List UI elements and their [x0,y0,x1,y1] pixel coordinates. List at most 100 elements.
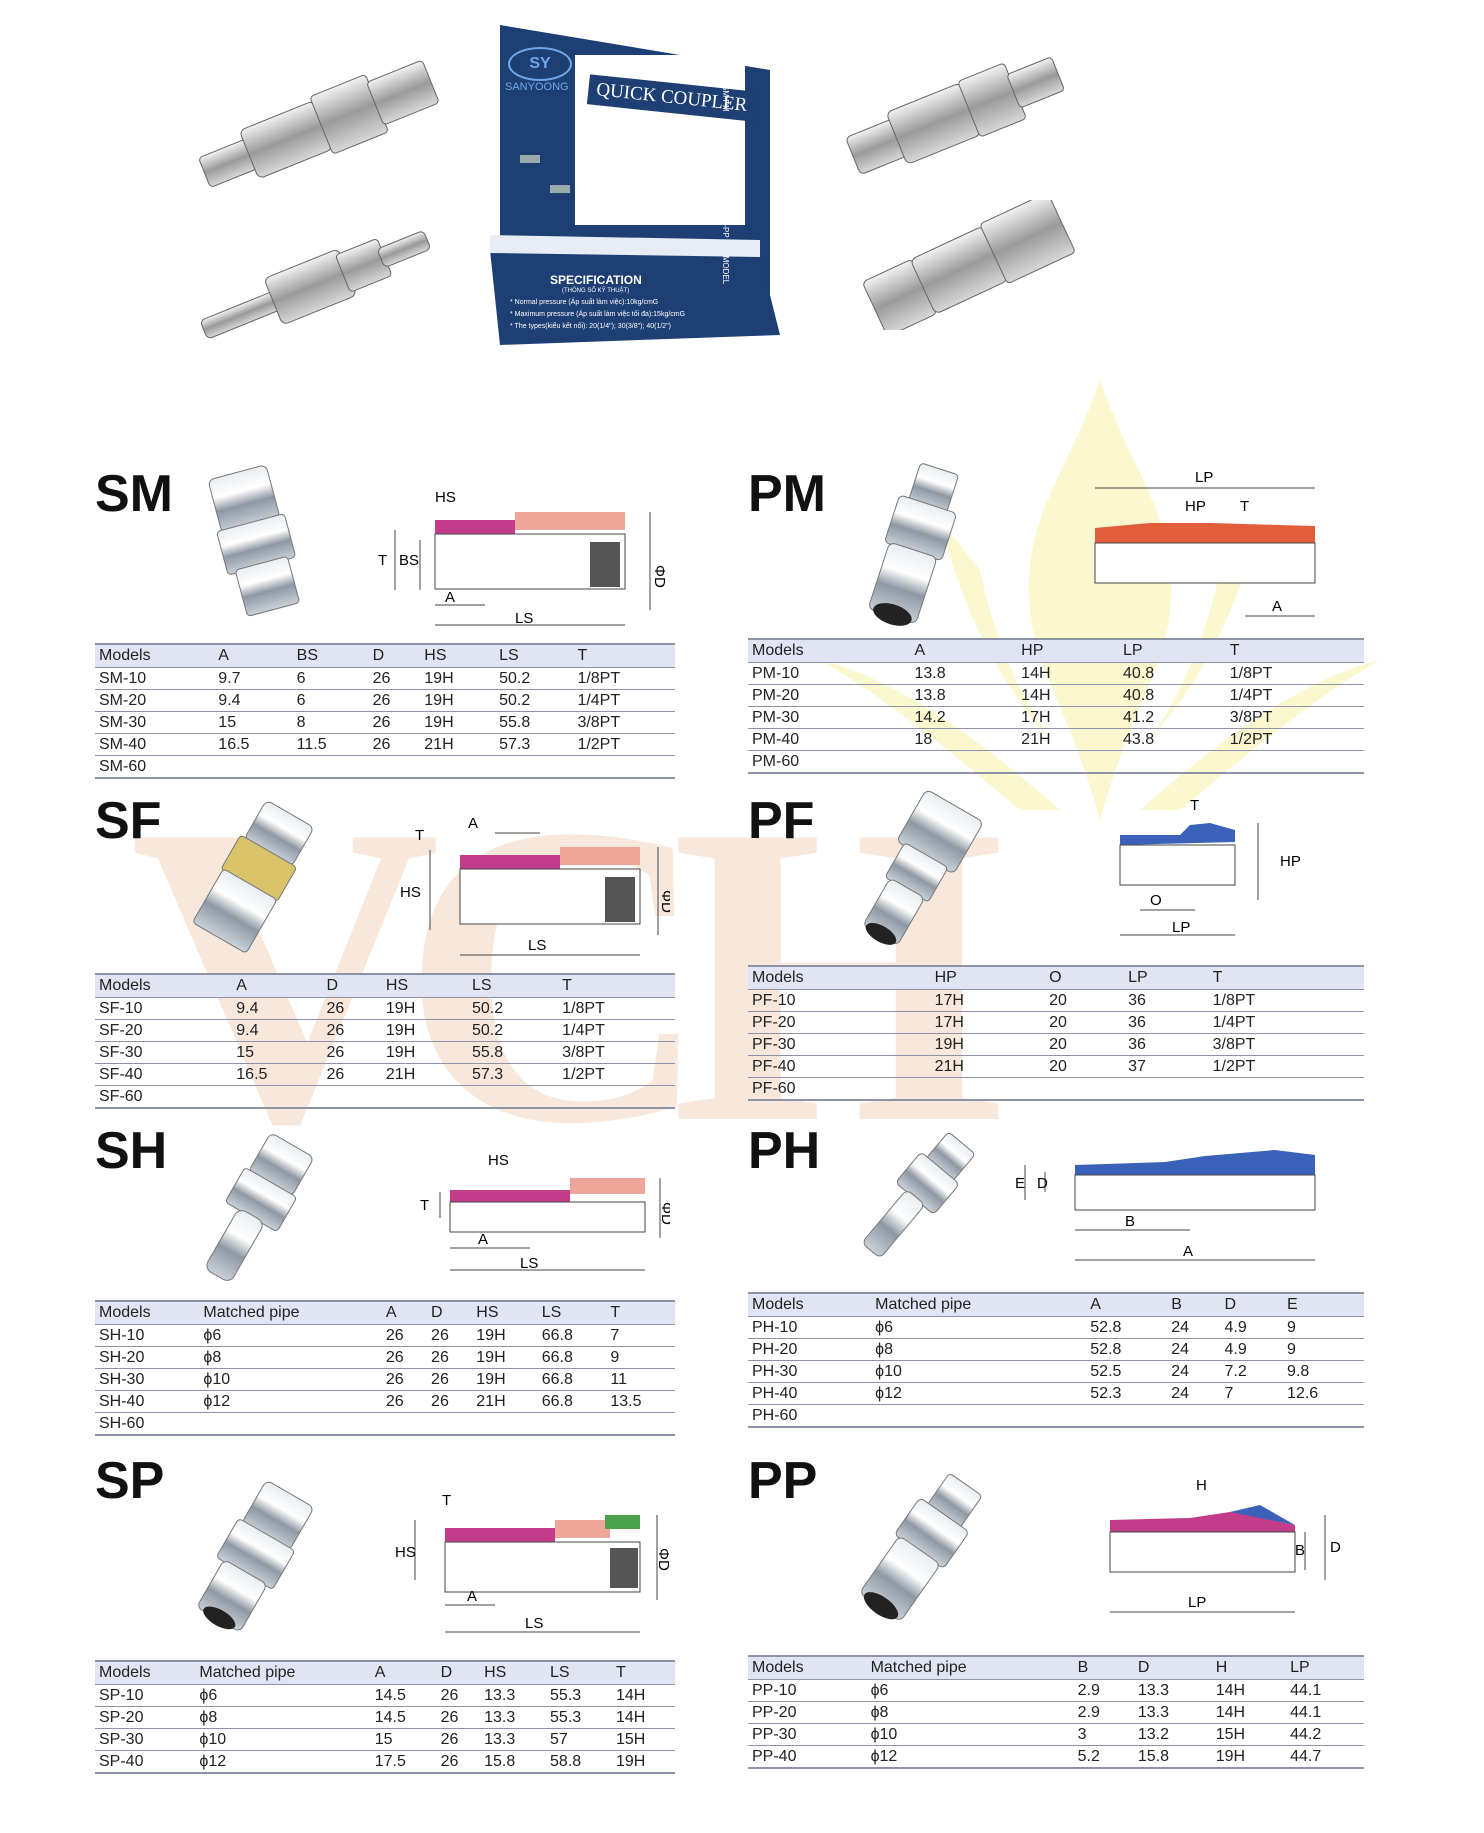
table-cell: 26 [322,1019,382,1042]
table-cell: 1/2PT [558,1063,675,1086]
table-cell: 66.8 [537,1324,607,1347]
table-cell: ϕ10 [195,1728,371,1751]
dim-t: T [442,1492,451,1509]
model-cell: PF-30 [748,1033,931,1056]
model-cell: SF-10 [95,997,233,1020]
dim-ls: LS [520,1255,538,1272]
table-cell: 14H [1211,1679,1287,1702]
table-cell: 13.5 [606,1390,675,1413]
table-cell: 24 [1167,1316,1221,1339]
table-cell: 16.5 [232,1063,323,1086]
column-header: A [232,973,323,998]
table-cell [1119,750,1226,774]
column-header: E [1283,1292,1364,1317]
table-cell: 50.2 [467,997,559,1020]
table-cell: 20 [1045,989,1125,1012]
dim-phid: ΦD [651,565,665,588]
section-title-pp: PP [748,1452,818,1510]
table-cell: 15H [1211,1723,1287,1746]
table-cell: 26 [381,1346,428,1369]
table-cell [930,1077,1046,1101]
table-cell: 1/8PT [1225,662,1364,685]
table-cell [381,1085,468,1109]
table-cell: 9.8 [1283,1360,1364,1383]
column-header: T [558,973,675,998]
table-cell: 41.2 [1119,706,1226,729]
section-title-pf: PF [748,792,815,850]
table-cell: 2.9 [1073,1679,1134,1702]
table-cell: ϕ6 [871,1316,1087,1339]
column-header: T [1225,638,1364,663]
dim-h: H [1196,1477,1207,1494]
table-cell [199,1412,382,1436]
model-cell: SF-30 [95,1041,233,1064]
table-cell: 26 [322,1063,382,1086]
table-cell: 13.3 [1133,1679,1212,1702]
column-header: HP [930,965,1046,990]
table-cell: 14.5 [370,1684,437,1707]
dim-bs: BS [399,552,419,569]
column-header: T [573,643,675,668]
table-cell: 21H [1017,728,1120,751]
table-cell: 19H [420,689,496,712]
top-product-sp-photo [199,60,439,187]
column-header: HS [472,1300,538,1325]
table-cell: 21H [420,733,496,756]
model-cell: SH-20 [95,1346,200,1369]
table-cell [606,1412,675,1436]
table-row: PF-60 [748,1077,1364,1101]
brand-logo: SY [508,47,572,81]
table-cell: 14.2 [910,706,1018,729]
table-cell [1225,750,1364,774]
dim-phid: ΦD [655,1548,672,1571]
table-cell: 11 [606,1368,675,1391]
table-cell: 1/4PT [1225,684,1364,707]
table-cell: ϕ8 [871,1338,1087,1361]
column-header: Models [95,1300,200,1325]
sh-dimension-diagram: HS T A LS ΦD [420,1152,670,1272]
table-cell: 55.8 [495,711,574,734]
table-cell: 50.2 [495,667,574,690]
column-header: O [1045,965,1125,990]
table-cell: 26 [381,1324,428,1347]
table-cell: 52.8 [1086,1316,1168,1339]
dim-a: A [468,815,478,832]
table-cell: ϕ12 [195,1750,371,1774]
table-cell [1283,1404,1364,1428]
table-row: PH-60 [748,1404,1364,1428]
table-cell: 43.8 [1119,728,1226,751]
model-cell: PM-10 [748,662,911,685]
column-header: A [1086,1292,1168,1317]
model-cell: PM-40 [748,728,911,751]
column-header: D [368,643,421,668]
table-row: SH-60 [95,1412,675,1436]
dim-d: D [1037,1175,1048,1192]
table-cell: 52.3 [1086,1382,1168,1405]
table-cell: ϕ8 [195,1706,371,1729]
spec-lines: * Normal pressure (Áp suất làm việc):10k… [510,297,760,333]
table-cell: 2.9 [1073,1701,1134,1724]
model-cell: PH-10 [748,1316,872,1339]
table-cell: 36 [1124,1033,1209,1056]
table-cell: 36 [1124,1011,1209,1034]
table-cell: 9.4 [214,689,293,712]
column-header: HS [420,643,496,668]
dim-hs: HS [435,490,456,506]
table-cell [537,1412,607,1436]
model-cell: SM-30 [95,711,215,734]
table-cell: 44.7 [1286,1745,1364,1769]
dim-ls: LS [525,1615,543,1632]
